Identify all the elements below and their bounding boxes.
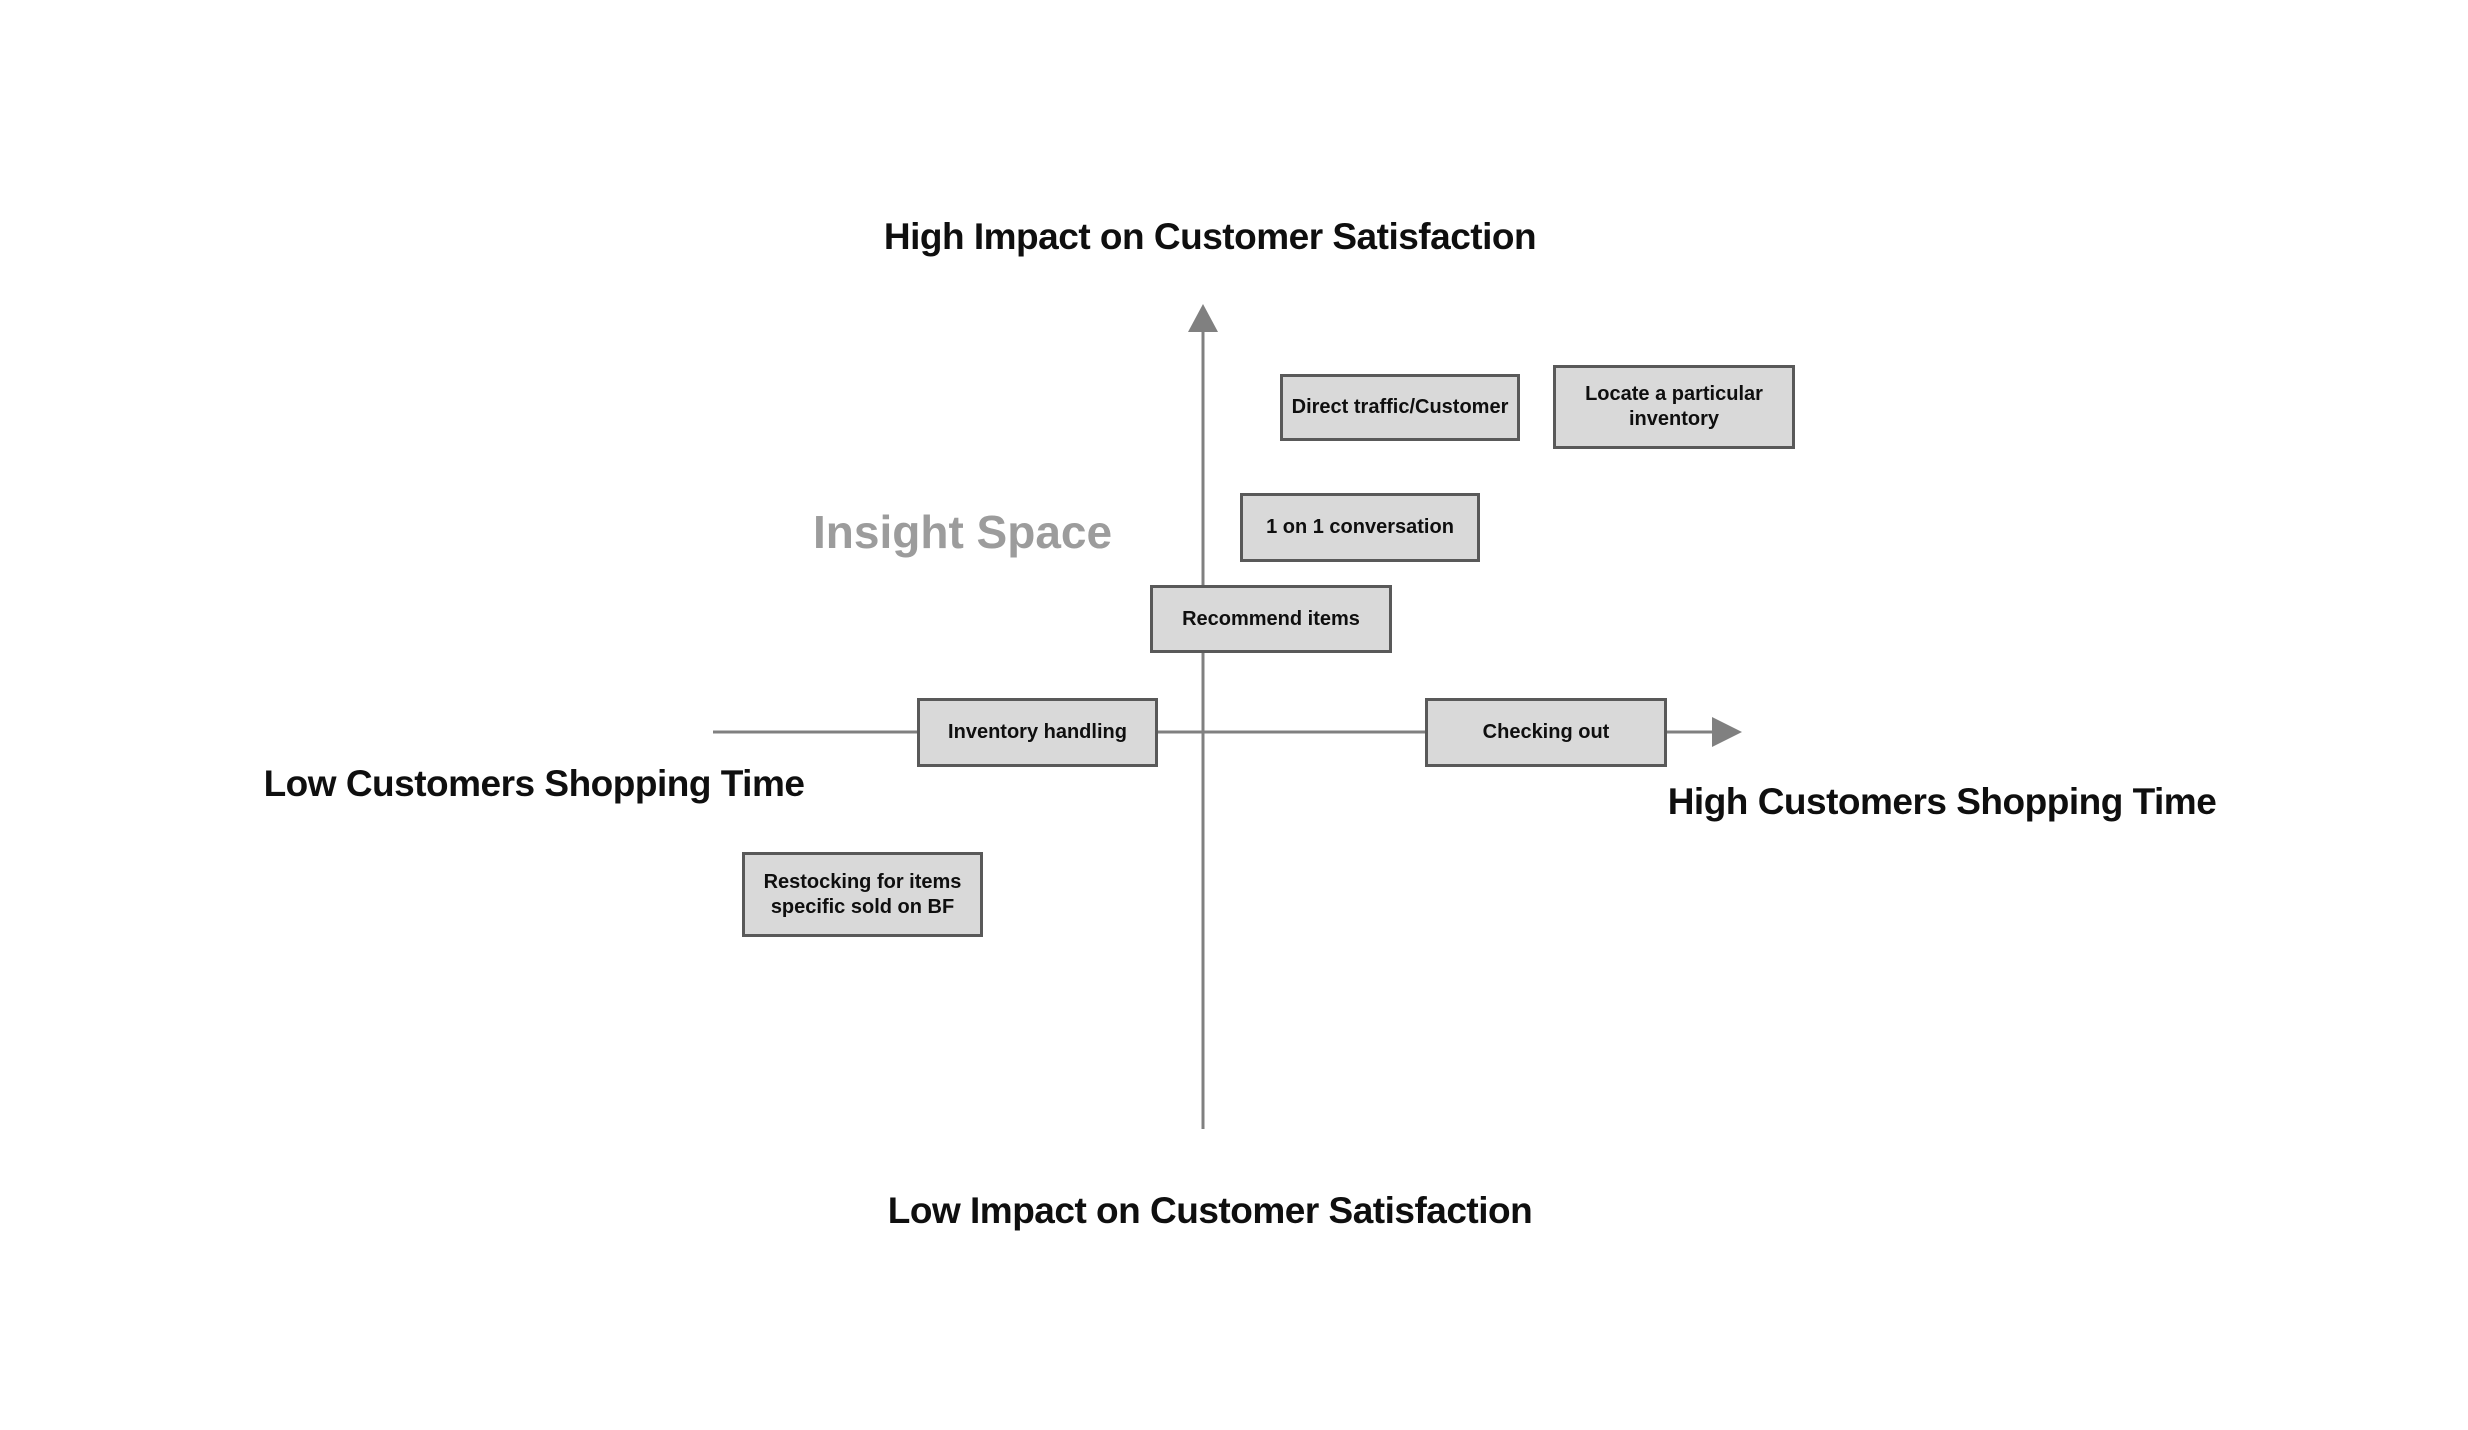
axis-label-left: Low Customers Shopping Time bbox=[263, 763, 805, 804]
item-box-direct-traffic-customer[interactable]: Direct traffic/Customer bbox=[1280, 374, 1520, 441]
axis-label-top: High Impact on Customer Satisfaction bbox=[883, 216, 1537, 257]
right-arrowhead-icon bbox=[1712, 717, 1742, 747]
item-box-recommend-items[interactable]: Recommend items bbox=[1150, 585, 1392, 653]
up-arrowhead-icon bbox=[1188, 304, 1218, 332]
item-box-restocking-for-items-specific-sold-on-bf[interactable]: Restocking for items specific sold on BF bbox=[742, 852, 983, 937]
watermark-insight-space: Insight Space bbox=[813, 506, 1113, 558]
axis-label-right: High Customers Shopping Time bbox=[1667, 781, 2217, 822]
item-box-1-on-1-conversation[interactable]: 1 on 1 conversation bbox=[1240, 493, 1480, 562]
item-box-inventory-handling[interactable]: Inventory handling bbox=[917, 698, 1158, 767]
item-box-locate-a-particular-inventory[interactable]: Locate a particular inventory bbox=[1553, 365, 1795, 449]
item-box-checking-out[interactable]: Checking out bbox=[1425, 698, 1667, 767]
axis-label-bottom: Low Impact on Customer Satisfaction bbox=[887, 1190, 1533, 1231]
